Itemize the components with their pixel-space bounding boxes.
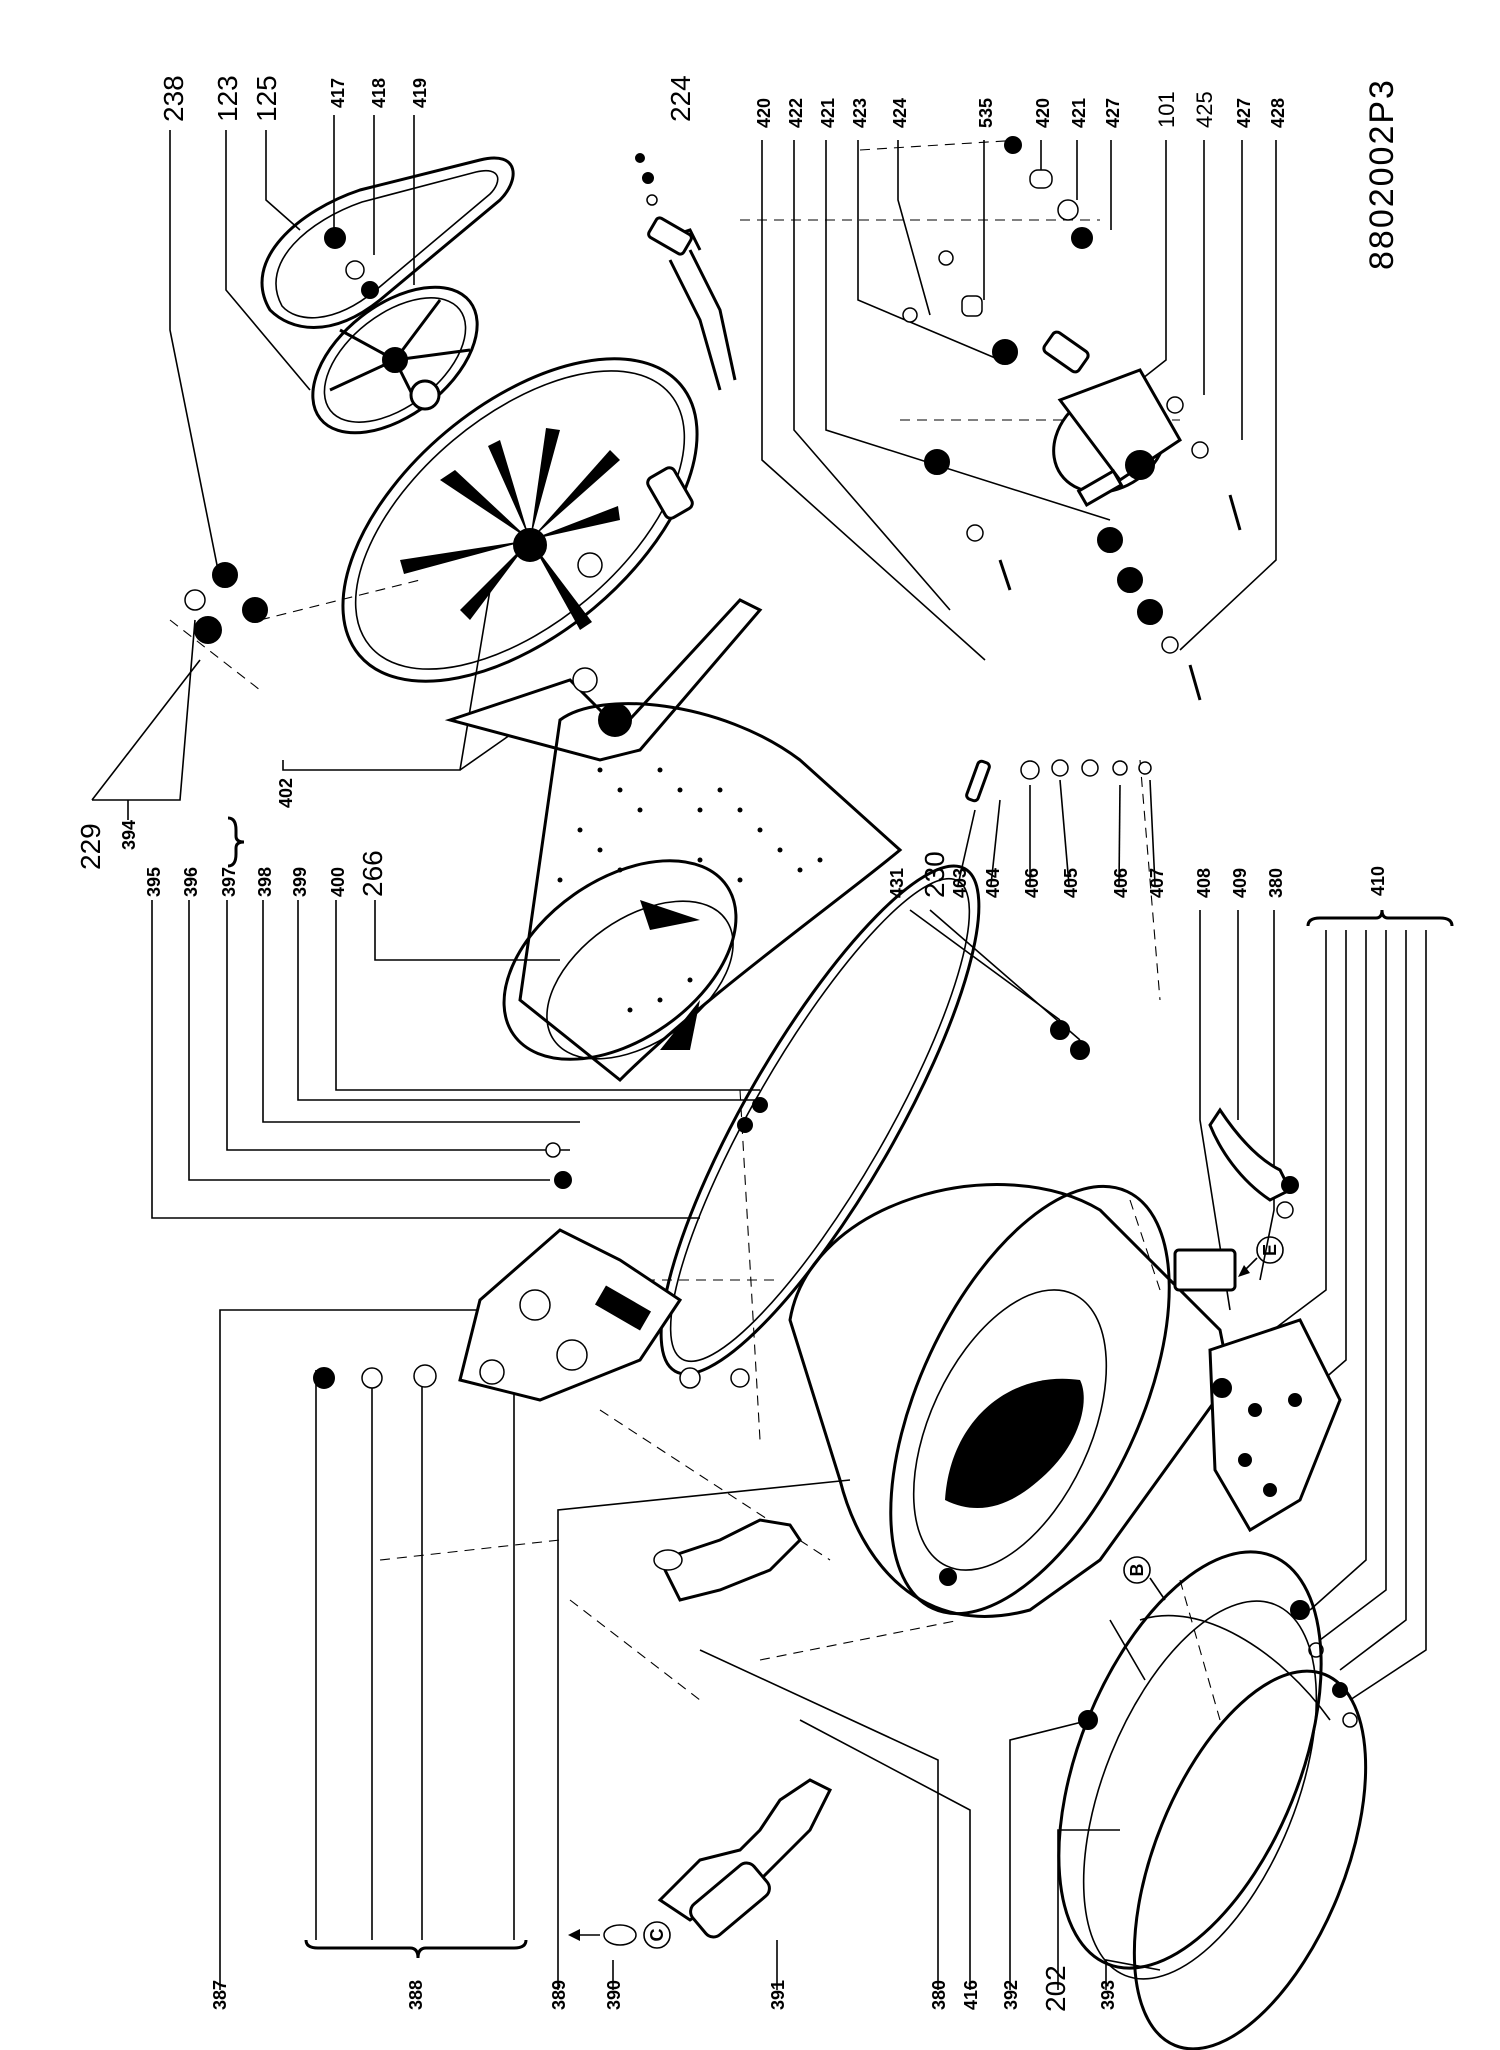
callout-408: 408 [1194,868,1214,898]
callout-398: 398 [255,867,275,897]
callout-535: 535 [976,98,996,128]
bearing-seals [184,562,268,644]
counterweight-washers [313,1364,750,1389]
callout-392: 392 [1001,1980,1021,2010]
callout-393: 393 [1098,1980,1118,2010]
callout-396: 396 [181,867,201,897]
callout-387: 387 [210,1980,230,2010]
upper-hose [1208,1107,1299,1219]
drain-hose [603,1778,833,1946]
callout-416: 416 [961,1980,981,2010]
svg-text:B: B [1127,1564,1147,1577]
callout-230: 230 [919,851,950,898]
callout-424: 424 [890,98,910,128]
middle-callouts: 229 394 402 395 396 397 398 399 400 266 … [75,778,1388,898]
drum-pulley [311,285,479,435]
callout-417: 417 [328,78,348,108]
brace-388 [304,1939,528,1959]
leader-lines [91,115,1427,1990]
marker-c: C [643,1921,671,1949]
callout-380a: 380 [1266,868,1286,898]
suspension-bracket [1208,1318,1358,1728]
top-callouts: 238 123 125 417 418 419 224 420 422 421 … [158,75,1288,128]
callout-390: 390 [604,1980,624,2010]
pulley-fasteners [324,227,379,299]
callout-422: 422 [786,98,806,128]
callout-380b: 380 [929,1980,949,2010]
callout-427b: 427 [1234,98,1254,128]
svg-text:E: E [1260,1244,1280,1256]
ring-bolts [545,1097,768,1189]
marker-b: B [1123,1556,1151,1584]
callout-394: 394 [119,820,139,850]
callout-425: 425 [1192,91,1217,128]
tub-seal-ring [659,864,981,1376]
callout-125: 125 [251,75,282,122]
callout-420b: 420 [1033,98,1053,128]
callout-418: 418 [369,78,389,108]
callout-406b: 406 [1111,868,1131,898]
callout-407: 407 [1147,868,1167,898]
heater-element [635,153,737,391]
callout-421b: 421 [1069,98,1089,128]
drum-perforations [557,767,823,1013]
callout-420a: 420 [754,98,774,128]
small-fittings [965,759,1152,1060]
front-tub-half [788,1183,1237,1618]
callout-431: 431 [887,868,907,898]
marker-e: E [1256,1236,1284,1264]
drive-belt [260,156,515,329]
brace-410 [1306,909,1454,927]
brace-398 [227,816,245,868]
rear-tub-half [341,357,699,683]
callout-419: 419 [410,78,430,108]
callout-405: 405 [1061,868,1081,898]
callout-400: 400 [328,867,348,897]
callout-101: 101 [1154,91,1179,128]
svg-text:C: C [647,1929,667,1942]
direction-arrows [568,1257,1258,1941]
callout-409: 409 [1230,868,1250,898]
callout-389: 389 [549,1980,569,2010]
inner-drum [502,702,903,1083]
callout-399: 399 [290,867,310,897]
drum-spider-arm [444,598,763,762]
callout-423: 423 [850,98,870,128]
bottom-callouts: 387 388 389 390 391 380 416 392 202 393 [210,1965,1118,2012]
callout-410: 410 [1368,866,1388,896]
callout-404: 404 [983,868,1003,898]
callout-427a: 427 [1103,98,1123,128]
callout-238: 238 [158,75,189,122]
motor [1042,330,1182,507]
callout-229: 229 [75,823,106,870]
callout-388: 388 [406,1980,426,2010]
motor-hardware [902,136,1242,701]
callout-402: 402 [276,778,296,808]
callout-391: 391 [768,1980,788,2010]
counterweight [458,1228,683,1402]
callout-397: 397 [219,867,239,897]
callout-266: 266 [357,850,388,897]
callout-406a: 406 [1022,868,1042,898]
door-gasket [1057,1550,1368,2050]
callout-421a: 421 [818,98,838,128]
callout-202: 202 [1040,1965,1071,2012]
callout-224: 224 [665,75,696,122]
callout-123: 123 [212,75,243,122]
group-braces [227,816,1454,1959]
callout-395: 395 [144,867,164,897]
drawing-code: 8802002P3 [1363,78,1401,270]
callout-428: 428 [1268,98,1288,128]
connector-hose [653,1518,802,1602]
